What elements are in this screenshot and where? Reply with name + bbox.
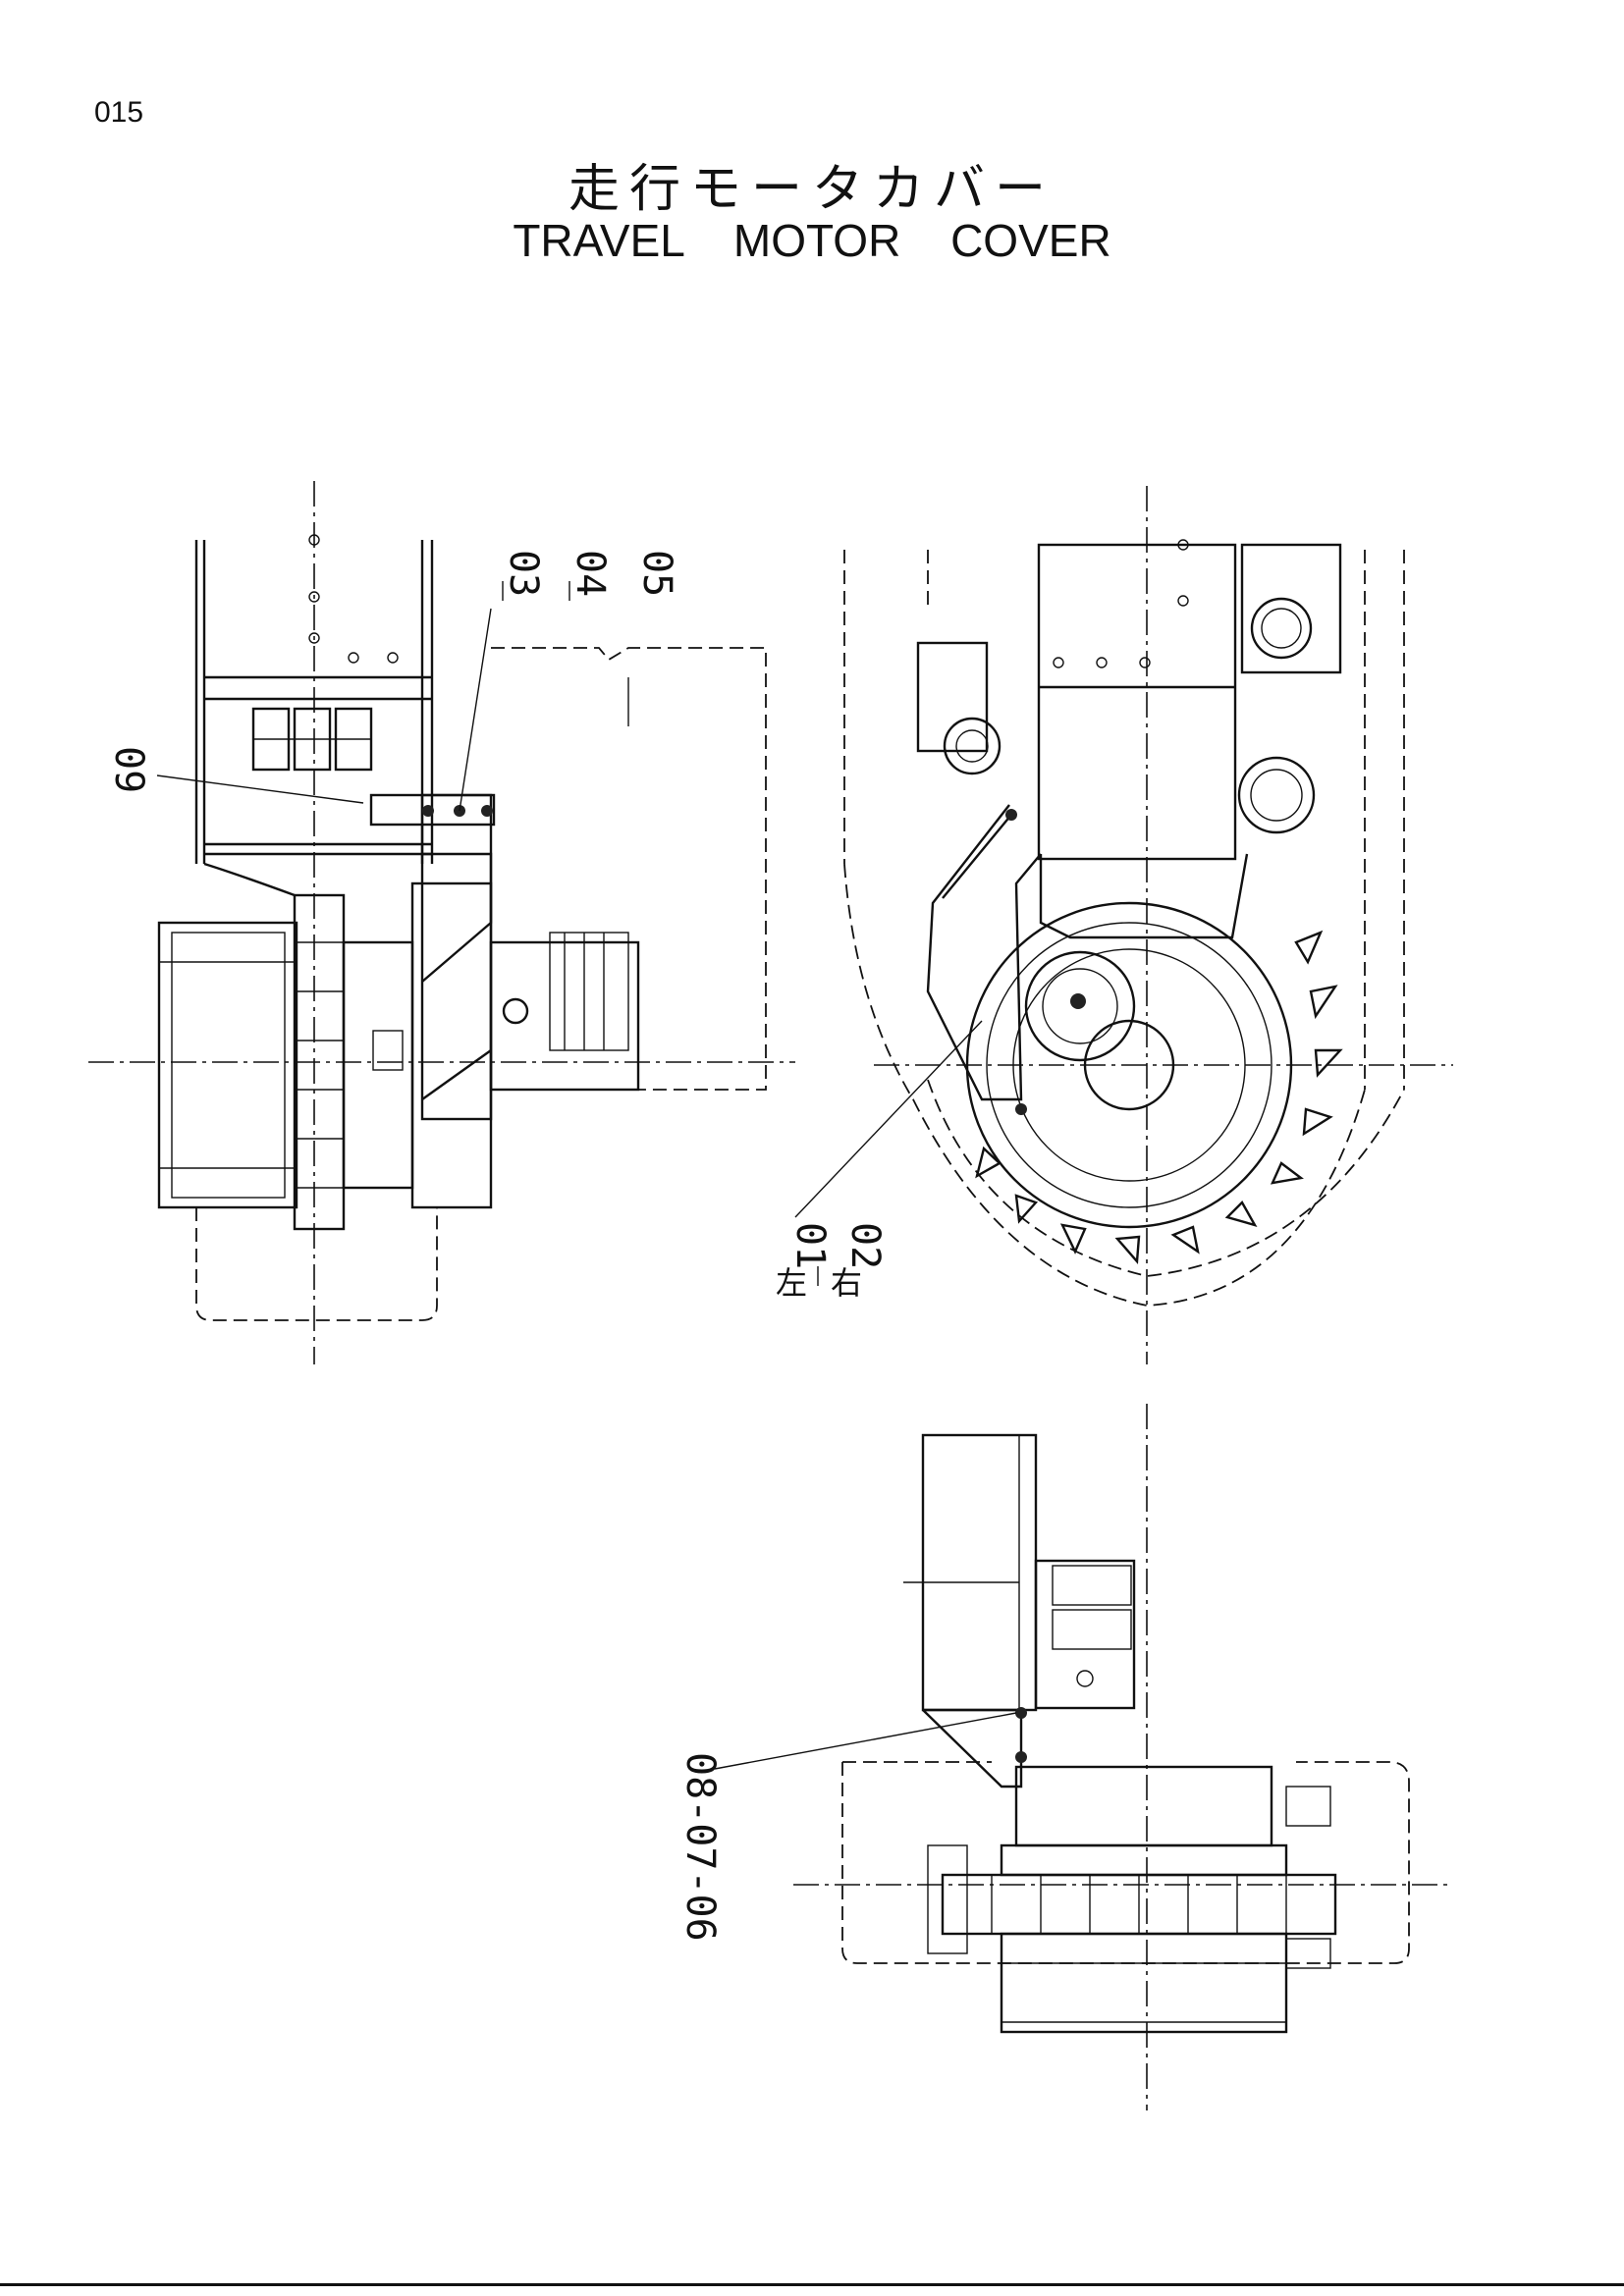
callout-04: 04	[568, 550, 613, 597]
callout-05: 05	[634, 550, 679, 597]
page-number: 015	[94, 96, 144, 129]
callout-01-side: 左	[776, 1264, 807, 1302]
title-english: TRAVEL MOTOR COVER	[513, 215, 1111, 266]
callout-02-side: 右	[831, 1264, 862, 1302]
callout-08-07-06: 08-07-06	[677, 1752, 723, 1942]
top-view: 08-07-06	[677, 1404, 1453, 2110]
footer-rule	[0, 2283, 1624, 2286]
title-japanese: 走行モータカバー	[568, 160, 1056, 219]
callout-09: 09	[106, 746, 151, 793]
callout-02: 02	[842, 1222, 888, 1269]
side-view: 03 04 05 09	[88, 481, 795, 1364]
callout-01: 01	[787, 1222, 833, 1269]
front-view: 01 02 左 右	[776, 486, 1453, 1364]
callout-03: 03	[501, 550, 546, 597]
